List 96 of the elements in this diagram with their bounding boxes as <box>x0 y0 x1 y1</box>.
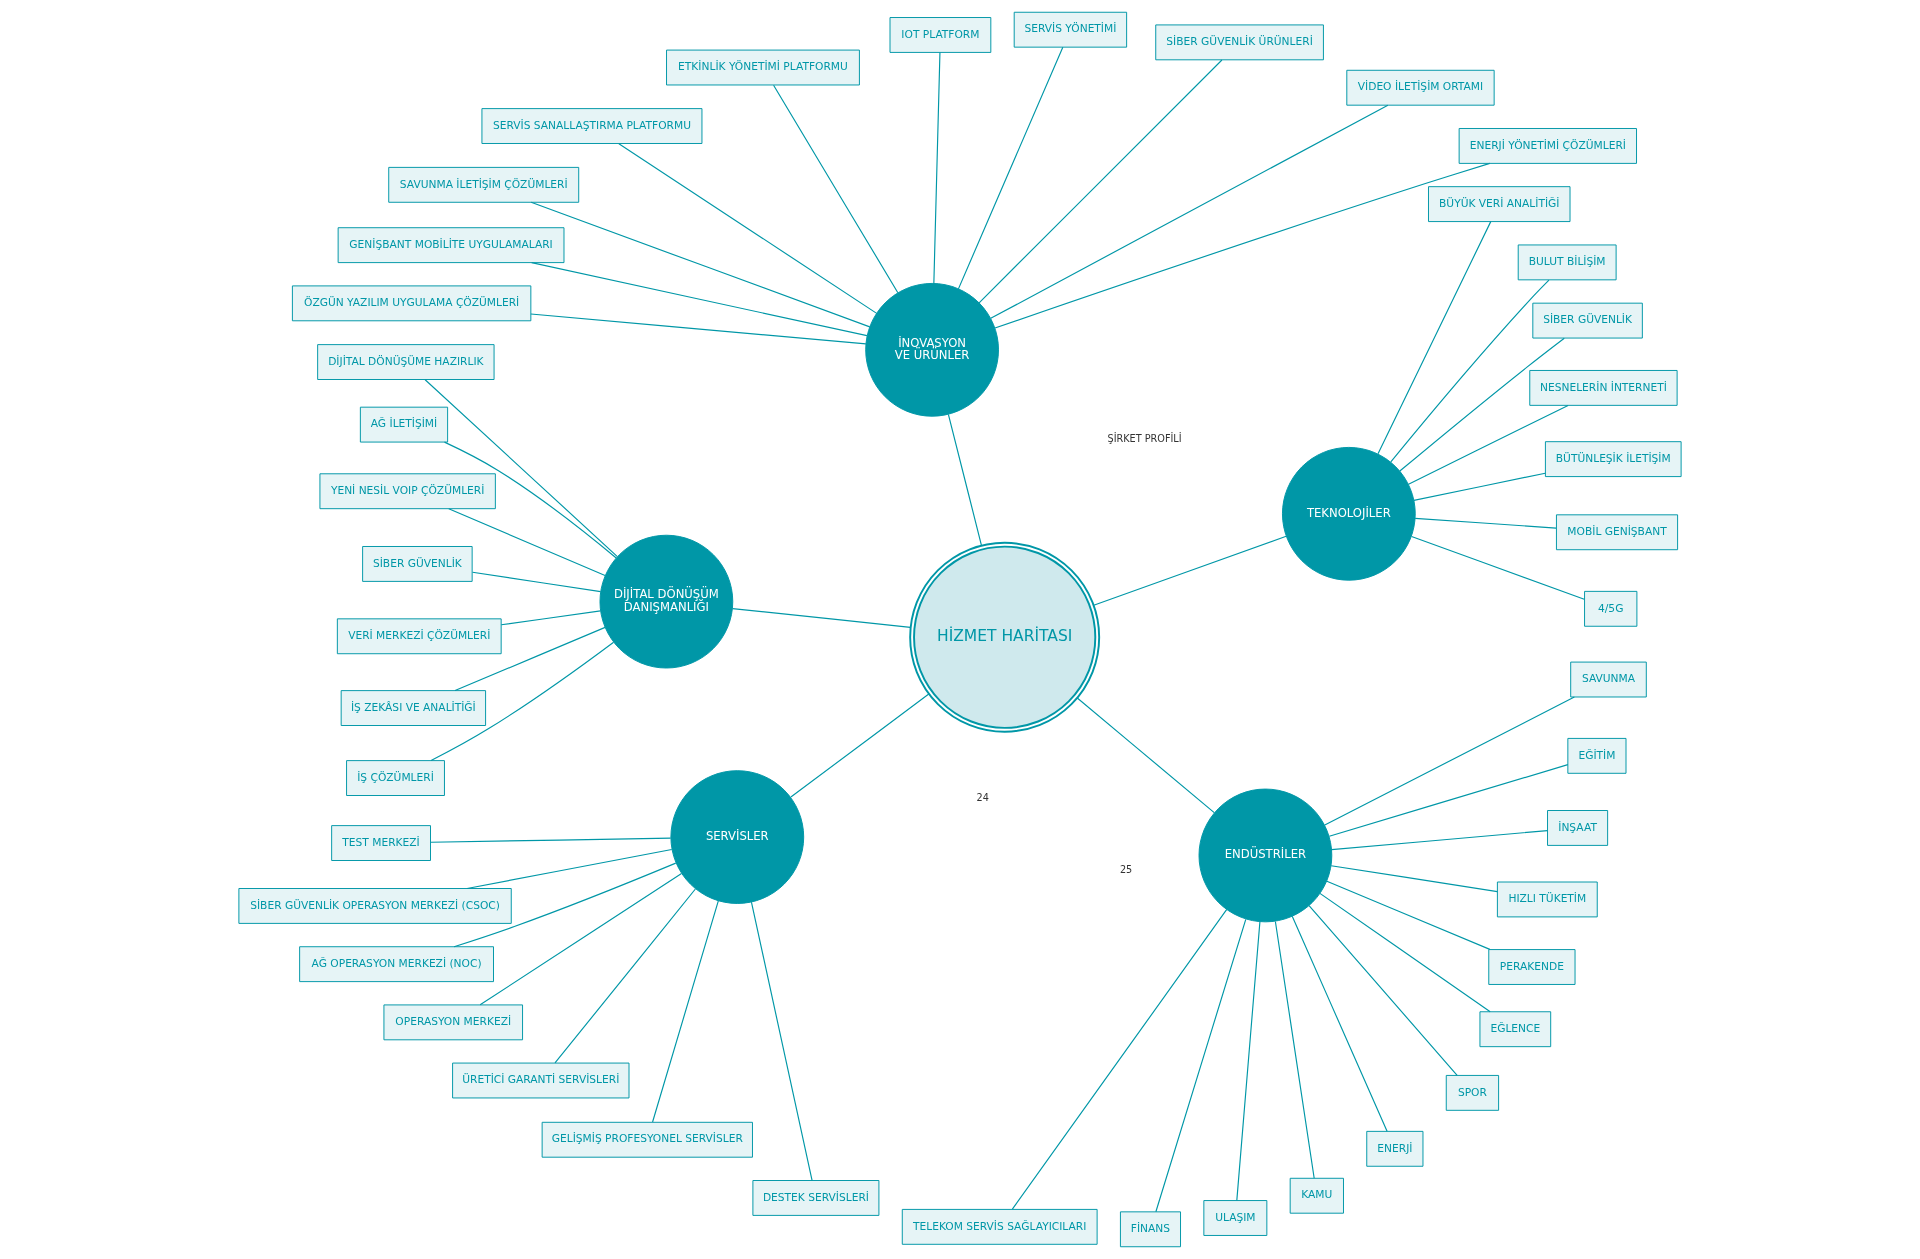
connector <box>773 84 899 294</box>
node-circle: TEKNOLOJİLER <box>1281 446 1416 581</box>
connector <box>430 641 615 762</box>
connector <box>750 901 813 1181</box>
connector <box>978 59 1223 304</box>
connector <box>652 900 719 1123</box>
connector <box>1330 865 1498 893</box>
node-box: BULUT BİLİŞİM <box>1517 244 1617 281</box>
connector <box>1236 921 1261 1201</box>
node-box: İŞ ZEKÂSI VE ANALİTİĞİ <box>340 690 487 726</box>
node-box: SİBER GÜVENLİK ÜRÜNLERİ <box>1155 24 1324 61</box>
node-box: SERVİS YÖNETİMİ <box>1013 11 1128 48</box>
node-box: TEST MERKEZİ <box>331 825 431 861</box>
node-circle: SERVİSLER <box>670 770 805 904</box>
node-box: KAMU <box>1289 1177 1344 1214</box>
connector <box>731 608 912 628</box>
node-box: 4/5G <box>1584 590 1638 627</box>
connector <box>947 413 983 547</box>
connector <box>1155 918 1247 1213</box>
node-circle: İNOVASYON VE ÜRÜNLER <box>865 282 999 417</box>
connector <box>531 262 868 337</box>
node-box: YENİ NESİL VOIP ÇÖZÜMLERİ <box>319 473 496 510</box>
connector <box>424 379 618 558</box>
node-box: SAVUNMA İLETİŞİM ÇÖZÜMLERİ <box>388 166 580 203</box>
connector <box>1308 904 1458 1076</box>
node-box: DESTEK SERVİSLERİ <box>752 1180 880 1216</box>
node-box: BÜYÜK VERİ ANALİTİĞİ <box>1428 186 1571 223</box>
node-box: VİDEO İLETİŞİM ORTAMI <box>1346 69 1495 106</box>
connector <box>1390 279 1550 463</box>
node-circle: ENDÜSTRİLER <box>1198 788 1333 923</box>
node-box: SERVİS SANALLAŞTIRMA PLATFORMU <box>481 108 703 144</box>
connector <box>471 571 602 593</box>
node-box: FİNANS <box>1119 1211 1181 1248</box>
node-box: İNŞAAT <box>1547 810 1609 846</box>
connector <box>1411 535 1585 600</box>
node-box: İŞ ÇÖZÜMLERİ <box>346 760 445 796</box>
connector <box>1324 696 1575 826</box>
connector <box>1076 697 1215 814</box>
node-circle: HİZMET HARİTASI <box>909 541 1101 733</box>
node-box: EĞLENCE <box>1479 1011 1552 1048</box>
node-box: GELİŞMİŞ PROFESYONEL SERVİSLER <box>541 1121 753 1158</box>
connector <box>1274 920 1315 1179</box>
connector <box>500 610 602 626</box>
connector <box>1399 337 1565 472</box>
connector <box>1326 880 1491 950</box>
connector <box>1328 764 1569 837</box>
node-box: SAVUNMA <box>1570 661 1647 698</box>
node-box: SİBER GÜVENLİK <box>1532 302 1643 339</box>
node-box: SİBER GÜVENLİK <box>362 546 473 582</box>
connector <box>1011 908 1228 1210</box>
connector <box>530 313 867 345</box>
connector <box>1093 535 1287 606</box>
connector <box>790 693 930 798</box>
node-box: BÜTÜNLEŞİK İLETİŞİM <box>1544 441 1682 478</box>
node-box: EĞİTİM <box>1567 737 1627 774</box>
node-box: VERİ MERKEZİ ÇÖZÜMLERİ <box>336 618 502 655</box>
connector <box>1377 221 1492 455</box>
node-circle: DİJİTAL DÖNÜŞÜM DANIŞMANLIĞI <box>599 534 734 669</box>
node-box: SPOR <box>1445 1074 1500 1111</box>
connector <box>430 837 672 843</box>
node-box: ENERJİ YÖNETİMİ ÇÖZÜMLERİ <box>1458 128 1637 164</box>
label: 24 <box>976 791 989 803</box>
connector <box>933 51 941 284</box>
node-box: AĞ İLETİŞİMİ <box>359 406 449 443</box>
connector <box>957 46 1064 290</box>
node-box: DİJİTAL DÖNÜŞÜME HAZIRLIK <box>317 344 495 380</box>
label: ŞİRKET PROFİLİ <box>1107 433 1182 445</box>
label: 25 <box>1119 863 1133 875</box>
connector <box>1413 472 1546 501</box>
connector <box>443 441 617 559</box>
node-box: GENİŞBANT MOBİLİTE UYGULAMALARI <box>337 227 565 264</box>
connector <box>618 143 877 314</box>
connector <box>1291 915 1388 1132</box>
node-box: NESNELERİN İNTERNETİ <box>1529 369 1678 406</box>
node-box: OPERASYON MERKEZİ <box>383 1004 524 1041</box>
connector <box>1414 517 1557 529</box>
connector <box>1319 892 1491 1013</box>
connector <box>466 848 673 890</box>
node-box: MOBİL GENİŞBANT <box>1555 514 1679 551</box>
connector <box>1331 830 1548 851</box>
node-box: TELEKOM SERVİS SAĞLAYICILARI <box>901 1208 1098 1245</box>
node-box: ETKİNLİK YÖNETİMİ PLATFORMU <box>666 49 860 86</box>
node-box: ULAŞIM <box>1203 1200 1268 1236</box>
connector <box>554 888 696 1064</box>
node-box: AĞ OPERASYON MERKEZİ (NOC) <box>299 946 494 983</box>
node-box: ÜRETİCİ GARANTİ SERVİSLERİ <box>452 1062 630 1099</box>
connector <box>1407 404 1569 485</box>
node-box: ÖZGÜN YAZILIM UYGULAMA ÇÖZÜMLERİ <box>291 285 532 322</box>
node-box: HIZLI TÜKETİM <box>1496 881 1598 918</box>
connector <box>454 626 606 692</box>
node-box: SİBER GÜVENLİK OPERASYON MERKEZİ (CSOC) <box>238 888 512 924</box>
connector <box>448 508 606 577</box>
node-box: IOT PLATFORM <box>889 17 992 53</box>
node-box: ENERJİ <box>1366 1130 1424 1167</box>
node-box: PERAKENDE <box>1488 949 1576 985</box>
connector <box>990 104 1389 319</box>
